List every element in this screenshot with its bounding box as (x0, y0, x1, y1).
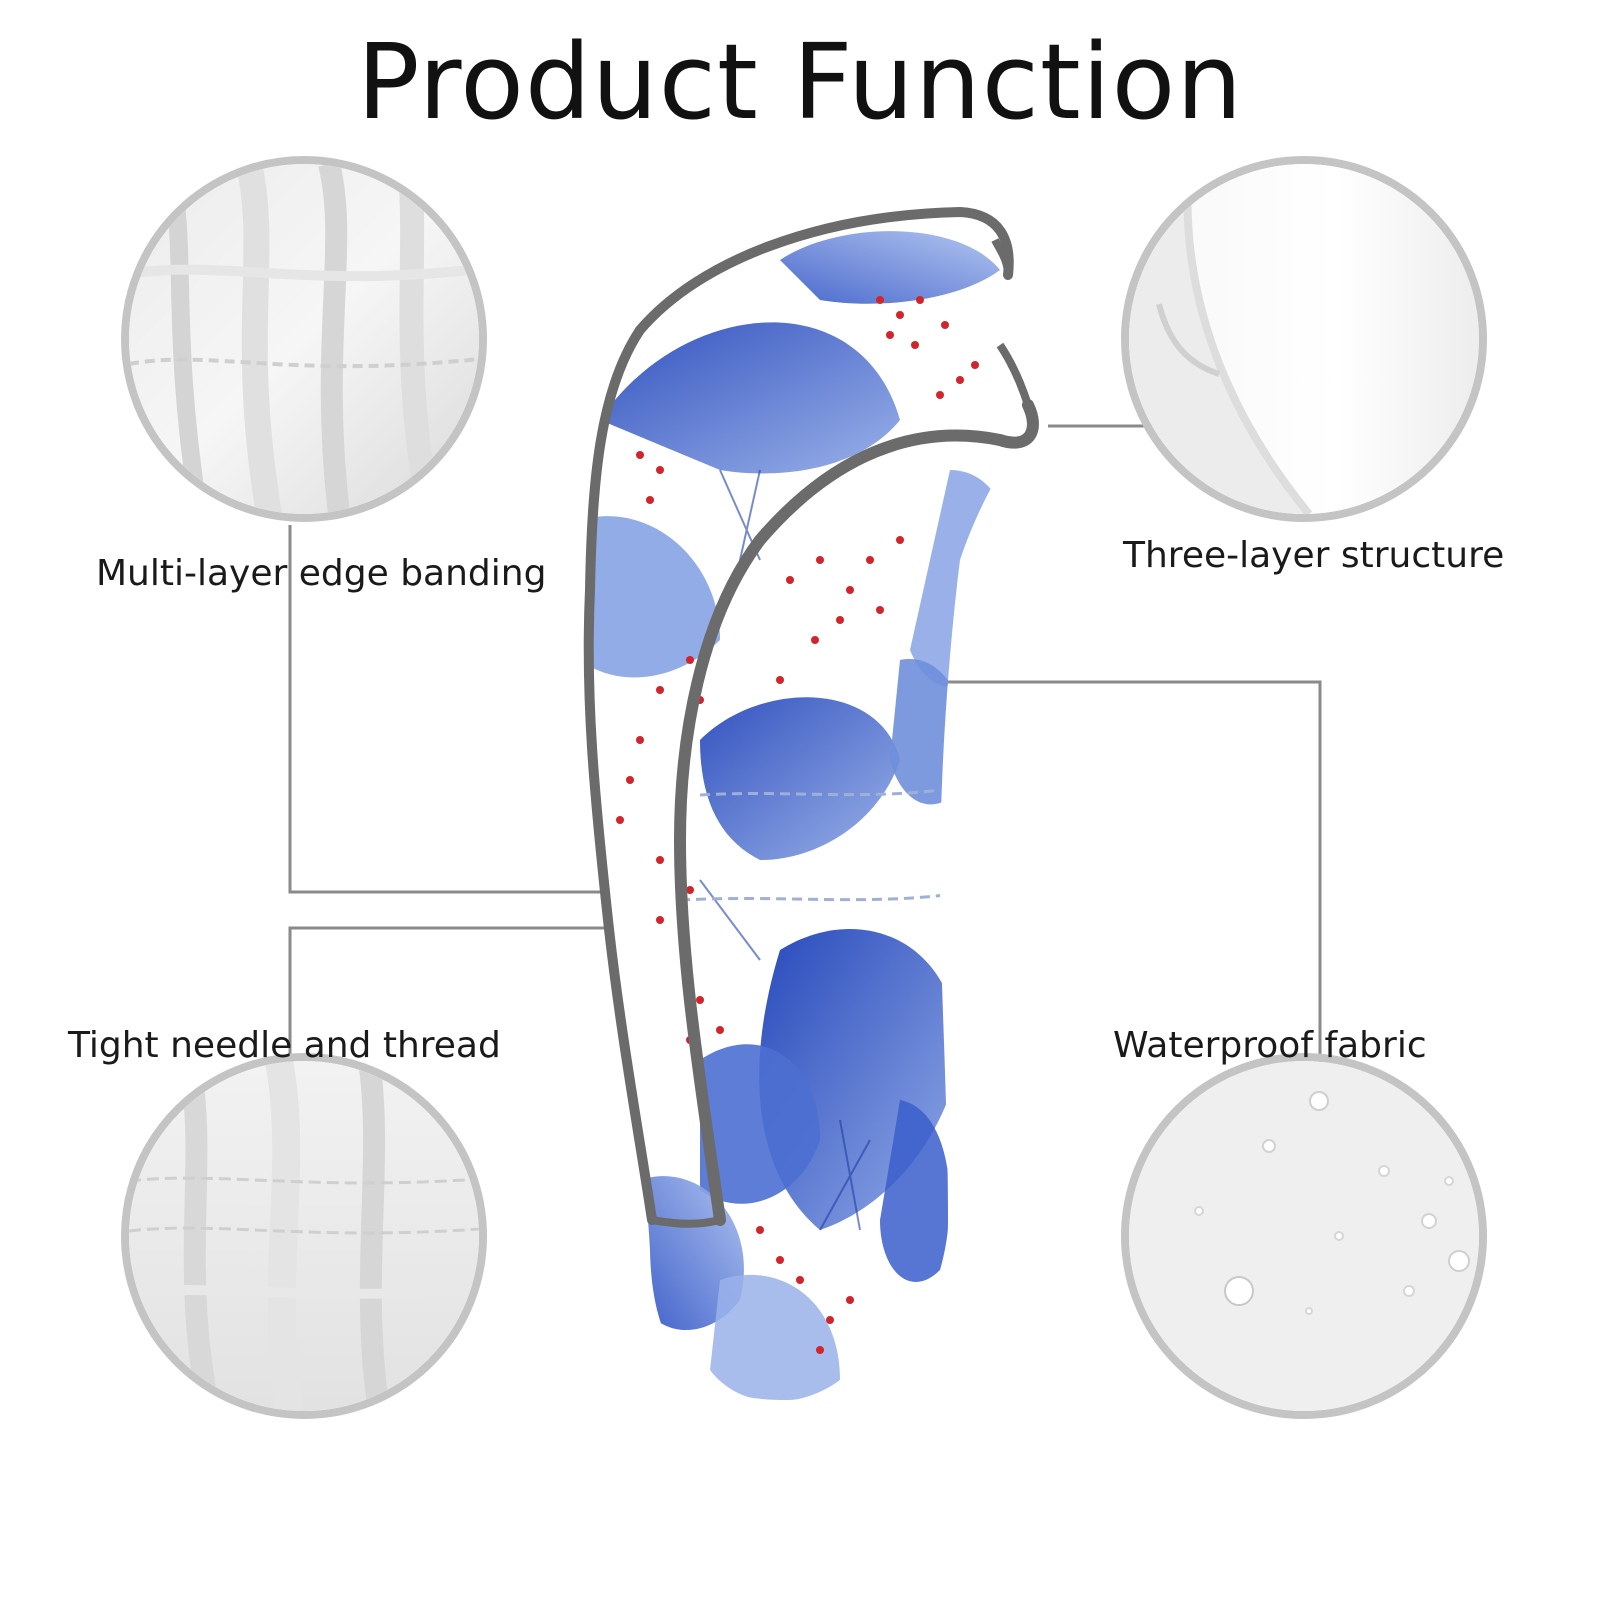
feature-label-waterproof: Waterproof fabric (1113, 1025, 1427, 1066)
connector-needle-thread (288, 926, 620, 1082)
feature-label-needle-thread: Tight needle and thread (68, 1025, 501, 1066)
feature-label-edge-banding: Multi-layer edge banding (96, 553, 547, 594)
needle-thread-detail-image (121, 1053, 487, 1419)
connector-edge-banding (288, 525, 605, 894)
edge-banding-detail-image (121, 156, 487, 522)
feature-label-three-layer: Three-layer structure (1123, 535, 1505, 576)
connector-waterproof (920, 680, 1322, 1082)
waterproof-detail-image (1121, 1053, 1487, 1419)
three-layer-detail-image (1121, 156, 1487, 522)
page-title: Product Function (356, 21, 1244, 143)
